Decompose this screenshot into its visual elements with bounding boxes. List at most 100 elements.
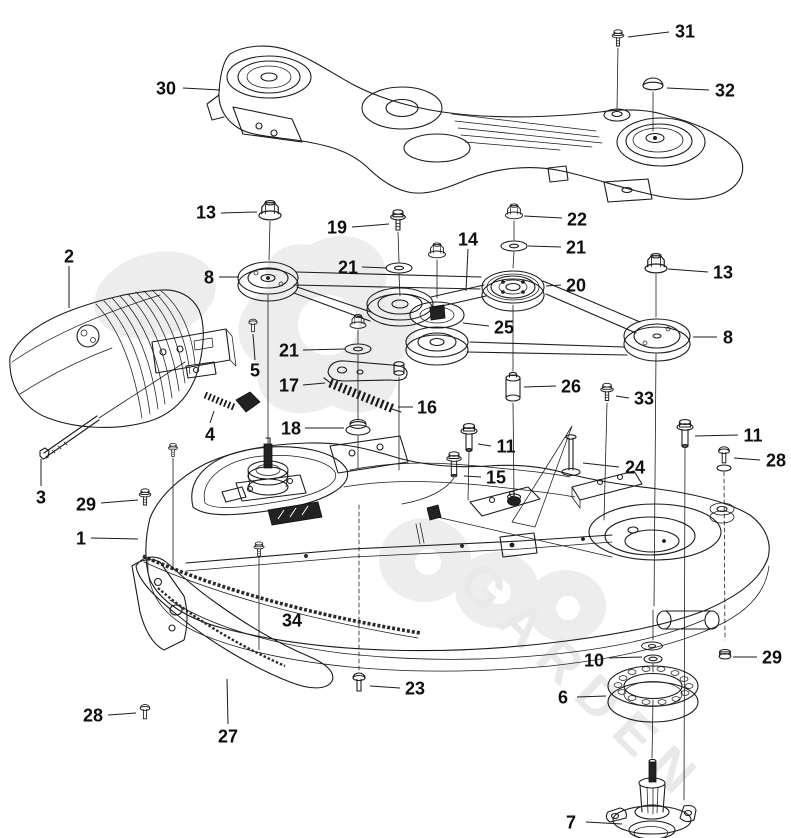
part-30-belt-cover bbox=[206, 45, 744, 203]
callout-1-leader bbox=[90, 537, 139, 540]
callout-22-label: 22 bbox=[567, 209, 587, 229]
callout-31-label: 31 bbox=[675, 21, 695, 41]
callout-30-leader bbox=[182, 87, 221, 91]
callout-11-left: 11 bbox=[477, 436, 516, 456]
part-13-nut-left bbox=[258, 199, 282, 261]
callout-21-lower-label: 21 bbox=[279, 340, 299, 360]
callout-18: 18 bbox=[281, 418, 344, 438]
callout-22: 22 bbox=[523, 209, 587, 229]
callout-33-leader bbox=[615, 395, 630, 399]
callout-1: 1 bbox=[76, 528, 139, 548]
callout-10: 10 bbox=[584, 650, 643, 670]
callout-21-top-label: 21 bbox=[566, 237, 586, 257]
callout-25-leader bbox=[462, 322, 490, 327]
part-28-bolt-left bbox=[139, 703, 151, 720]
callout-24-label: 24 bbox=[625, 457, 645, 477]
callout-28-left-label: 28 bbox=[83, 705, 103, 725]
part-13-nut-right bbox=[644, 252, 668, 318]
part-11-bolt-left bbox=[460, 423, 478, 501]
callout-2-label: 2 bbox=[64, 246, 74, 266]
warning-sticker bbox=[267, 501, 323, 526]
callout-7-leader bbox=[585, 821, 623, 825]
callout-27-label: 27 bbox=[218, 726, 238, 746]
callout-6-label: 6 bbox=[558, 687, 568, 707]
callout-15-leader bbox=[463, 475, 482, 478]
callout-21-mid-leader bbox=[361, 266, 388, 269]
part-8-pulley-right bbox=[623, 318, 691, 607]
deck-bracket-left bbox=[469, 486, 541, 517]
callout-21-mid-label: 21 bbox=[338, 257, 358, 277]
callout-26-leader bbox=[523, 385, 557, 388]
part-29-screw-left bbox=[138, 488, 152, 506]
callout-21-lower-leader bbox=[302, 348, 346, 351]
callout-29-right-label: 29 bbox=[762, 647, 782, 667]
callout-21-top-leader bbox=[527, 245, 562, 248]
callout-5: 5 bbox=[250, 333, 260, 380]
left-spindle-assembly bbox=[221, 437, 323, 526]
part-21-washer-top bbox=[500, 240, 528, 269]
callout-7: 7 bbox=[566, 812, 623, 832]
callout-13-right-label: 13 bbox=[713, 262, 733, 282]
callout-13-left: 13 bbox=[196, 202, 258, 222]
callout-33-label: 33 bbox=[634, 388, 654, 408]
callout-1-label: 1 bbox=[76, 528, 86, 548]
callout-22-leader bbox=[523, 215, 563, 219]
part-14-belt bbox=[293, 271, 641, 356]
callout-19: 19 bbox=[327, 217, 390, 237]
callout-17-leader bbox=[302, 382, 326, 386]
part-10-washers bbox=[641, 609, 663, 664]
part-21-washer-lower bbox=[344, 313, 372, 421]
callout-29-left-label: 29 bbox=[76, 494, 96, 514]
callout-13-left-leader bbox=[220, 211, 258, 214]
part-23-bolt bbox=[352, 504, 366, 692]
callout-34: 34 bbox=[282, 610, 302, 630]
callout-20-leader bbox=[545, 284, 562, 287]
callout-23-leader bbox=[369, 685, 401, 689]
part-26-spacer bbox=[505, 371, 522, 506]
callout-15-label: 15 bbox=[486, 467, 506, 487]
callout-13-left-label: 13 bbox=[196, 202, 216, 222]
deck-bracket-right bbox=[571, 470, 643, 501]
callout-11-right-leader bbox=[694, 434, 739, 437]
callout-30-label: 30 bbox=[156, 78, 176, 98]
callout-32: 32 bbox=[666, 80, 735, 100]
part-4-spring bbox=[203, 391, 261, 413]
cover-louvers bbox=[451, 113, 603, 151]
callout-4-label: 4 bbox=[205, 424, 215, 444]
callout-10-label: 10 bbox=[584, 650, 604, 670]
callout-8-right: 8 bbox=[693, 327, 733, 347]
part-1-deck-shell bbox=[145, 435, 770, 672]
callout-17-label: 17 bbox=[279, 375, 299, 395]
callout-18-label: 18 bbox=[281, 418, 301, 438]
callout-24-leader bbox=[582, 462, 620, 468]
callout-10-leader bbox=[608, 656, 643, 659]
part-22-nut bbox=[505, 203, 523, 241]
callout-23-label: 23 bbox=[405, 678, 425, 698]
part-8-pulley-left bbox=[237, 261, 299, 445]
callout-23: 23 bbox=[369, 678, 425, 698]
part-15-bolt bbox=[401, 451, 462, 505]
part-11-bolt-right bbox=[676, 419, 694, 801]
callout-5-label: 5 bbox=[250, 360, 260, 380]
part-31-screw bbox=[611, 29, 625, 109]
callout-15: 15 bbox=[463, 467, 506, 487]
callout-31-leader bbox=[627, 31, 670, 38]
callout-6-leader bbox=[576, 695, 607, 698]
callout-20: 20 bbox=[545, 275, 586, 295]
callout-3: 3 bbox=[36, 459, 46, 507]
callout-11-left-label: 11 bbox=[496, 436, 515, 456]
callout-21-mid: 21 bbox=[338, 257, 388, 277]
callout-4-leader bbox=[209, 410, 215, 424]
part-3-rod bbox=[39, 361, 186, 460]
callout-16-label: 16 bbox=[417, 397, 437, 417]
callout-27-leader bbox=[226, 678, 229, 725]
chute-louvers bbox=[95, 289, 196, 419]
callout-20-label: 20 bbox=[566, 275, 586, 295]
part-20-idler-pulley bbox=[481, 270, 545, 372]
callout-14: 14 bbox=[458, 229, 478, 292]
callout-14-leader bbox=[465, 248, 469, 292]
callout-13-right-leader bbox=[667, 268, 709, 273]
callout-28-right: 28 bbox=[733, 450, 786, 470]
callout-4: 4 bbox=[205, 410, 215, 444]
